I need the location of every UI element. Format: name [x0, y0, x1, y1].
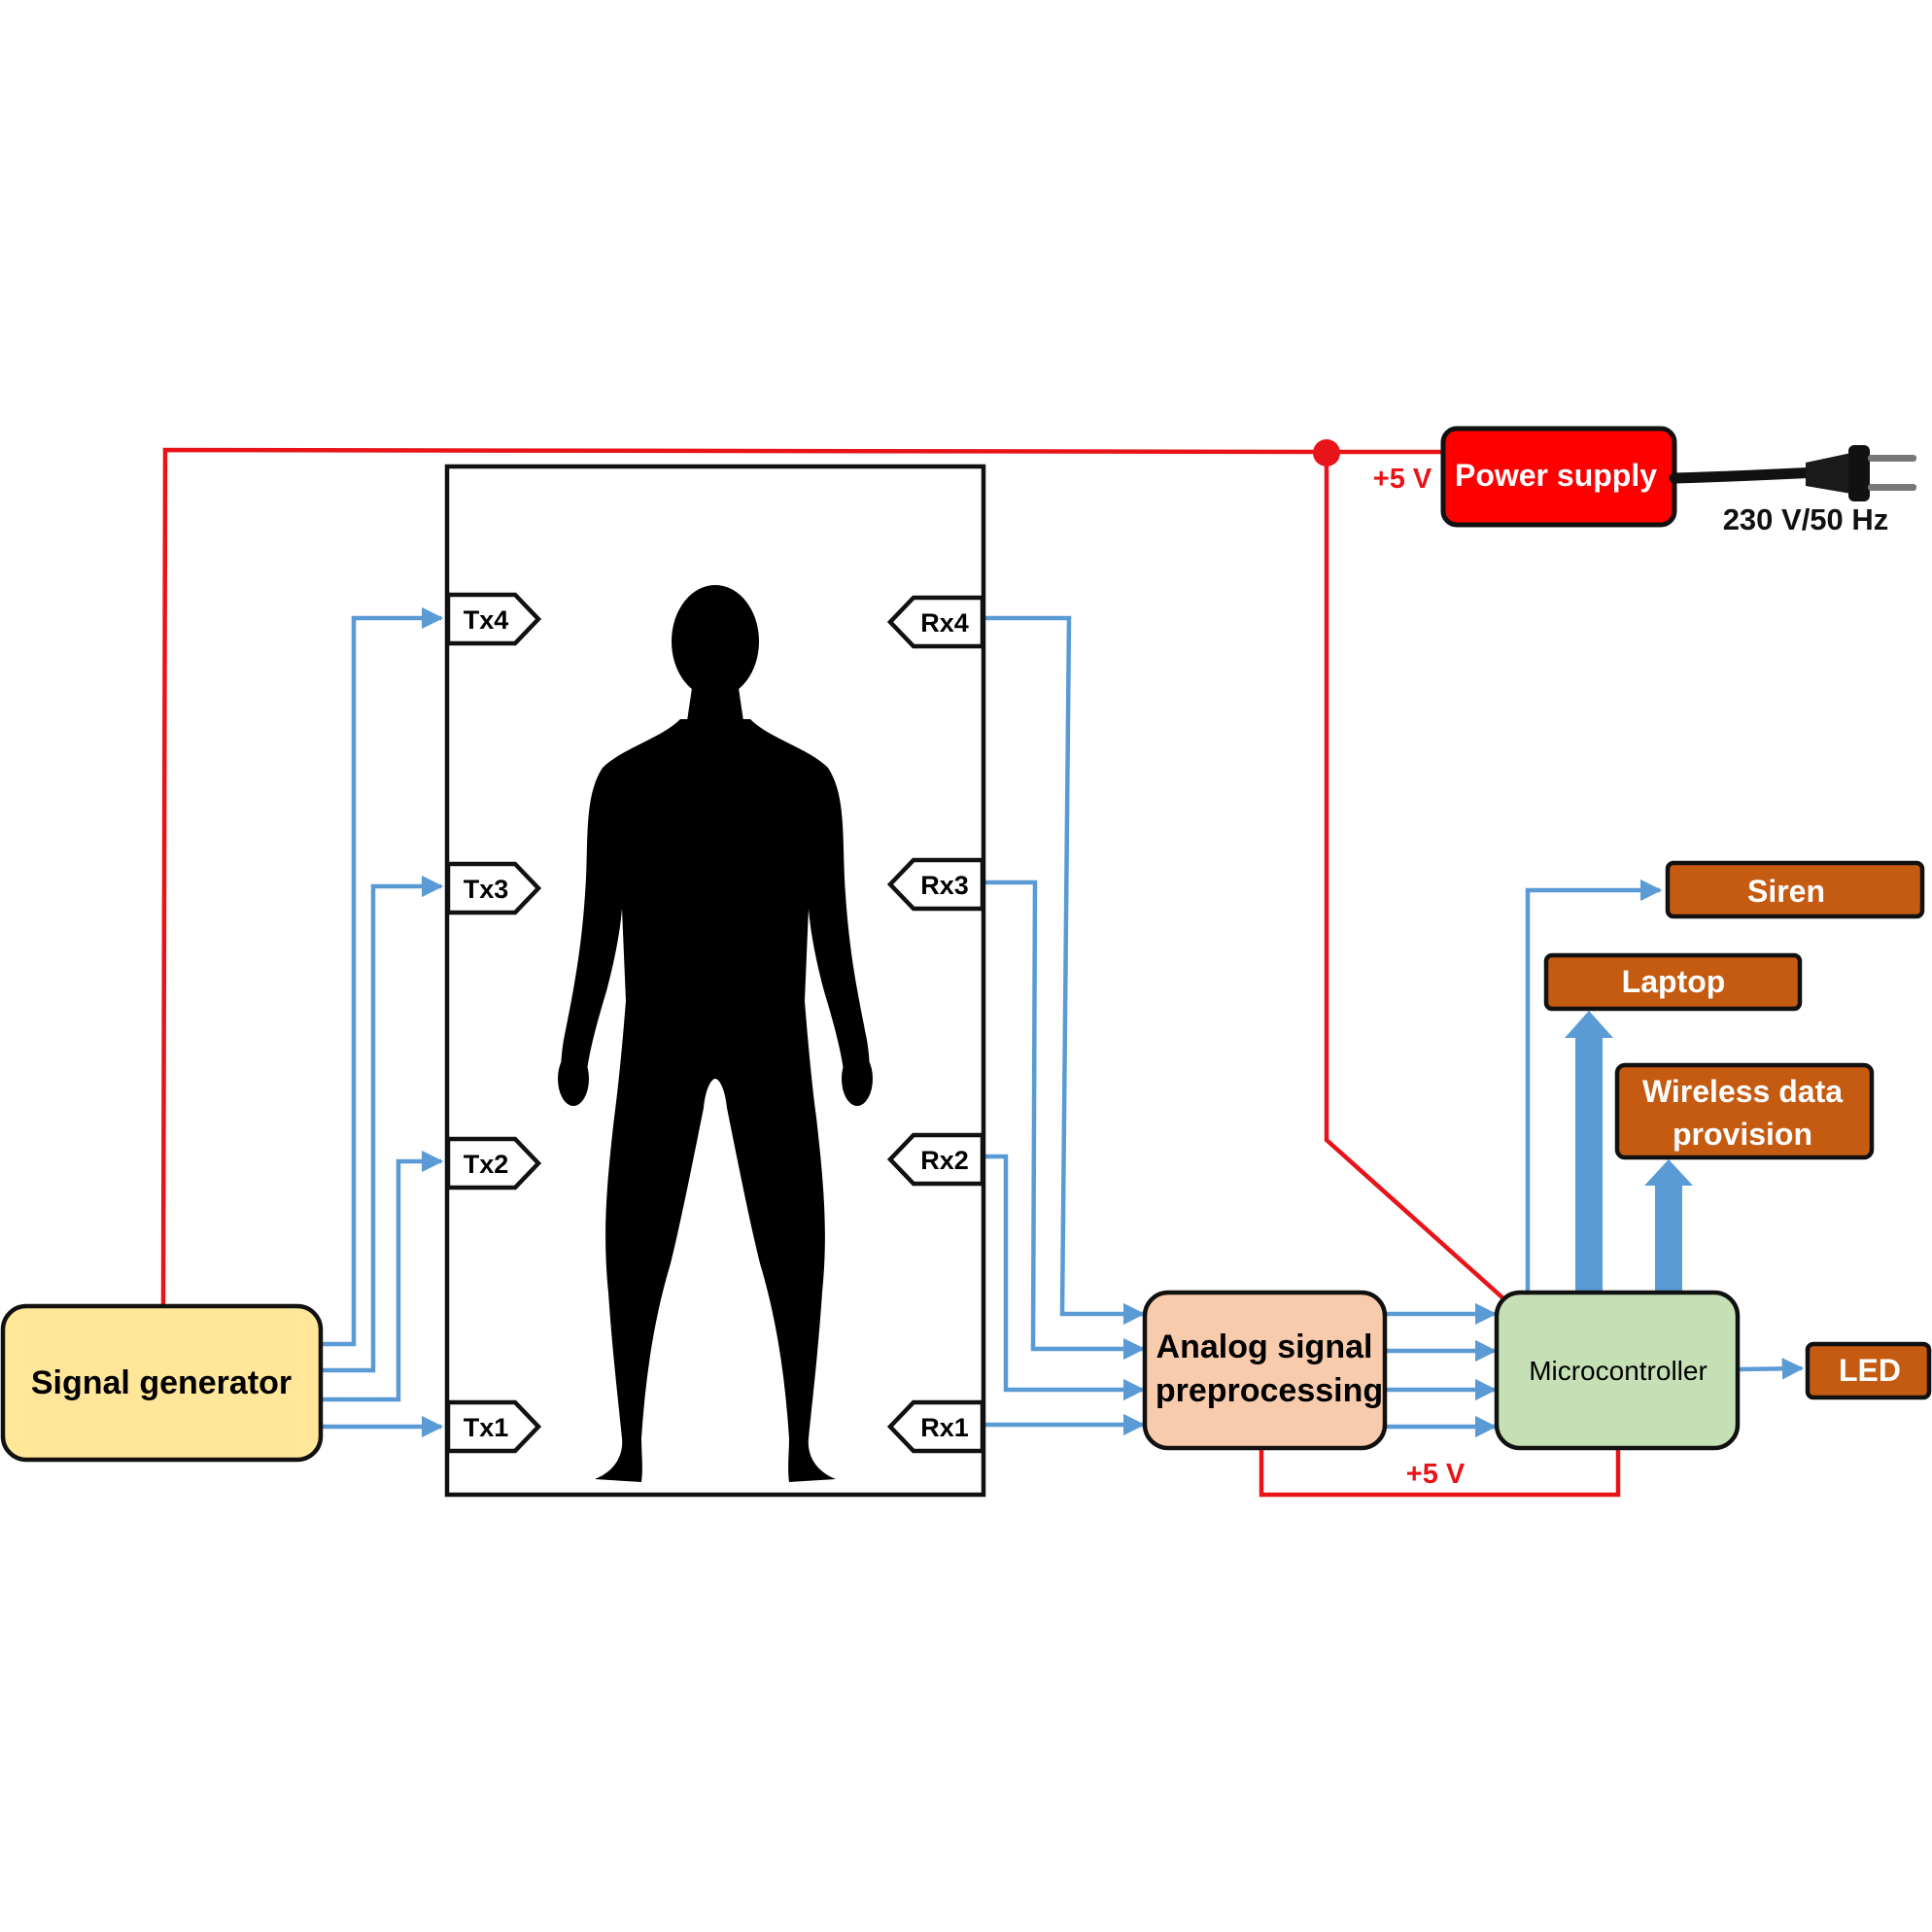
- mains-voltage-label: 230 V/50 Hz: [1723, 502, 1889, 536]
- laptop-thick-arrow-shaft: [1575, 1038, 1603, 1293]
- analog-label-line1: Analog signal: [1156, 1328, 1373, 1365]
- rx3-label: Rx3: [920, 871, 969, 900]
- wireless-thick-arrow-head: [1644, 1159, 1693, 1186]
- led-label: LED: [1839, 1353, 1901, 1388]
- bottom-rail-voltage-label: +5 V: [1406, 1459, 1466, 1490]
- tx4-label: Tx4: [464, 605, 509, 635]
- tx3-label: Tx3: [464, 875, 509, 904]
- rx4-label: Rx4: [920, 608, 969, 638]
- tx-wires: [321, 606, 444, 1438]
- tx2-label: Tx2: [464, 1150, 509, 1179]
- wireless-thick-arrow-shaft: [1655, 1186, 1682, 1293]
- rx1-label: Rx1: [920, 1413, 969, 1442]
- laptop-label: Laptop: [1622, 964, 1726, 999]
- analog-preprocessing-block[interactable]: Analog signal preprocessing: [1142, 1290, 1388, 1451]
- power-wires: [160, 439, 1621, 1498]
- tx1-port[interactable]: Tx1: [445, 1399, 542, 1454]
- power-supply-block[interactable]: Power supply: [1440, 426, 1677, 528]
- tx4-port[interactable]: Tx4: [445, 592, 542, 646]
- wireless-label-line1: Wireless data: [1642, 1074, 1843, 1109]
- power-plug-icon: [1669, 445, 1916, 501]
- transmitter-ports: Tx4 Tx3 Tx2 Tx1: [445, 592, 542, 1454]
- rx2-label: Rx2: [920, 1146, 969, 1175]
- rx2-port[interactable]: Rx2: [886, 1132, 985, 1187]
- power-supply-label: Power supply: [1455, 458, 1657, 493]
- rx-wires: [983, 615, 1146, 1436]
- rx4-port[interactable]: Rx4: [886, 595, 985, 649]
- microcontroller-block[interactable]: Microcontroller: [1494, 1290, 1741, 1451]
- signal-generator-block[interactable]: Signal generator: [0, 1303, 324, 1463]
- receiver-ports: Rx4 Rx3 Rx2 Rx1: [886, 595, 985, 1454]
- supply-rail-voltage-label: +5 V: [1373, 464, 1432, 495]
- rx1-port[interactable]: Rx1: [886, 1399, 985, 1454]
- mcu-output-wires: [1525, 879, 1805, 1380]
- power-junction-dot: [1313, 439, 1340, 466]
- tx1-label: Tx1: [464, 1413, 509, 1442]
- signal-generator-label: Signal generator: [31, 1364, 292, 1401]
- wireless-output[interactable]: Wireless data provision: [1614, 1062, 1875, 1160]
- laptop-thick-arrow-head: [1565, 1011, 1613, 1038]
- wireless-label-line2: provision: [1673, 1117, 1812, 1152]
- led-output[interactable]: LED: [1805, 1341, 1932, 1400]
- microcontroller-label: Microcontroller: [1529, 1356, 1708, 1386]
- tx2-port[interactable]: Tx2: [445, 1136, 542, 1190]
- laptop-output[interactable]: Laptop: [1543, 952, 1803, 1012]
- siren-output[interactable]: Siren: [1665, 860, 1925, 919]
- human-silhouette-icon: [558, 585, 873, 1482]
- rx3-port[interactable]: Rx3: [886, 857, 985, 912]
- tx3-port[interactable]: Tx3: [445, 861, 542, 915]
- analog-label-line2: preprocessing: [1156, 1372, 1383, 1409]
- siren-label: Siren: [1747, 874, 1825, 909]
- analog-to-mcu-wires: [1386, 1302, 1498, 1438]
